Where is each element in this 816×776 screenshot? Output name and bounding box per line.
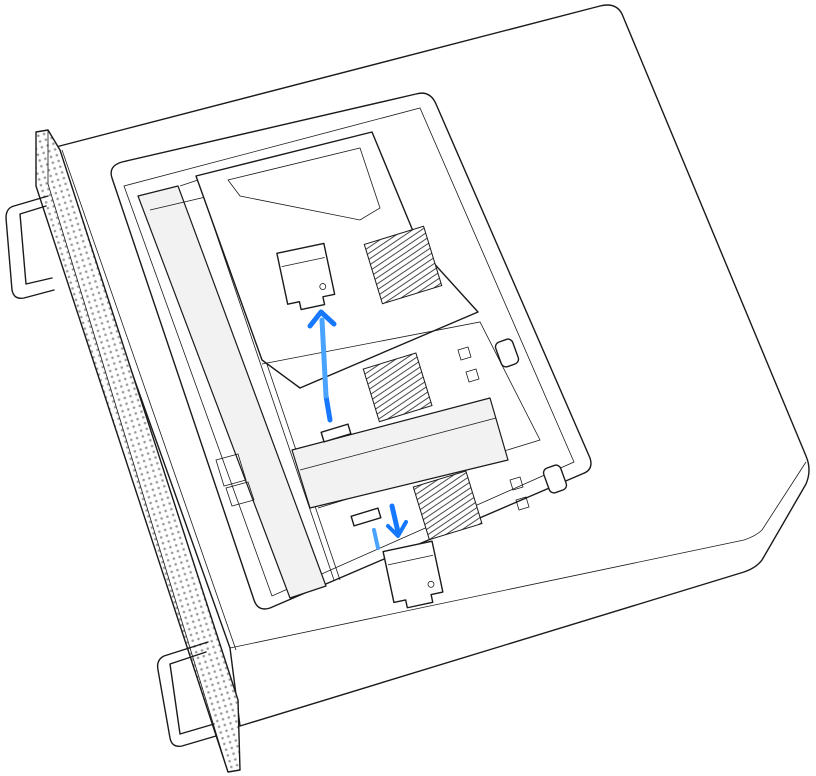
ssd-module-removed <box>276 242 336 311</box>
rack-handle-top <box>5 195 55 300</box>
down-arrow-icon <box>372 503 408 550</box>
internal-compartment <box>110 92 592 610</box>
front-panel <box>35 129 241 773</box>
up-arrow-icon <box>307 309 337 423</box>
ssd-module-new <box>382 540 444 609</box>
rack-handle-bottom <box>156 641 217 748</box>
